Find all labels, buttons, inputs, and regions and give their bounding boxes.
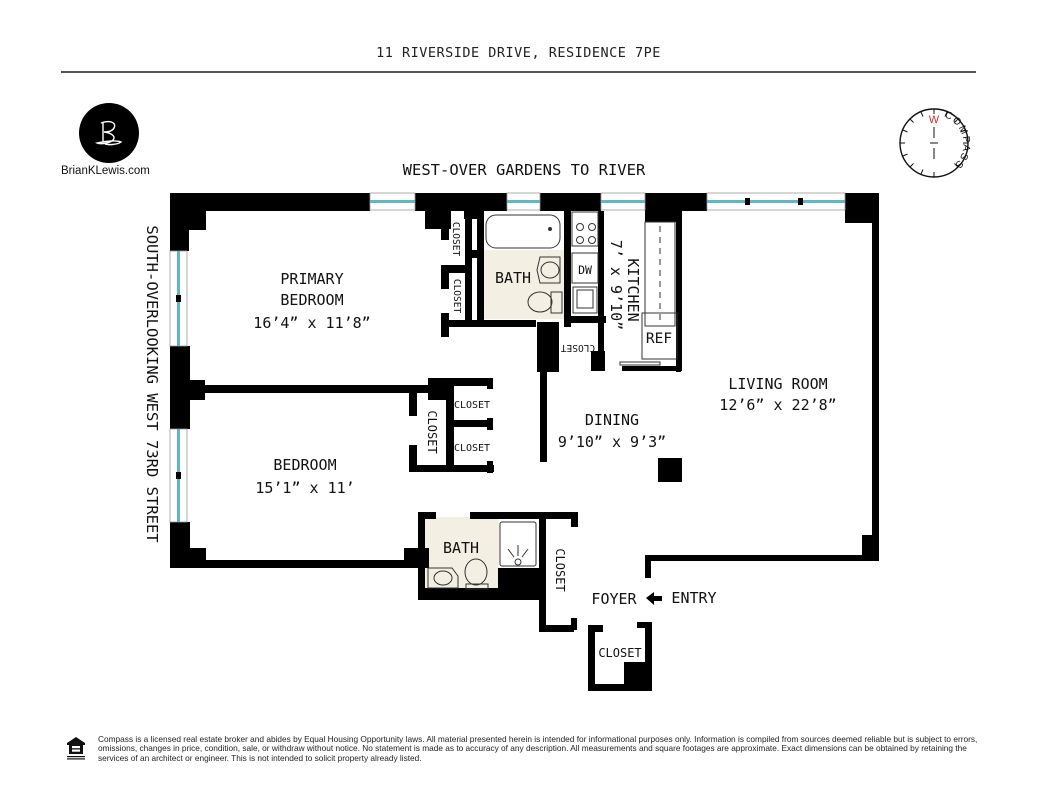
shower-icon — [499, 521, 537, 567]
bath2-fixtures — [427, 521, 537, 590]
equal-housing-opportunity-icon — [67, 737, 85, 760]
closet-label: CLOSET — [561, 342, 596, 353]
foyer-label: FOYER — [591, 590, 637, 608]
primary-bedroom-label-1: PRIMARY — [280, 270, 343, 288]
closet-label: CLOSET — [598, 646, 641, 660]
compass-icon: W COMPASS — [899, 108, 970, 178]
counter-icon — [644, 221, 676, 327]
stove-icon — [571, 211, 599, 247]
closet-label: CLOSET — [425, 410, 439, 453]
closet-label: CLOSET — [450, 222, 461, 257]
legal-disclaimer: Compass is a licensed real estate broker… — [98, 734, 978, 763]
entry-label: ENTRY — [671, 589, 716, 607]
bedroom-dims: 15’1” x 11’ — [255, 479, 354, 497]
bath2-sink-icon — [427, 567, 459, 589]
kitchen-label: KITCHEN — [624, 258, 642, 321]
header-divider — [61, 71, 976, 73]
dining-dims: 9’10” x 9’3” — [558, 433, 666, 451]
closet-label: CLOSET — [454, 400, 490, 411]
listing-title: 11 RIVERSIDE DRIVE, RESIDENCE 7PE — [376, 45, 661, 61]
refrigerator-label: REF — [646, 331, 672, 347]
dishwasher-icon — [571, 252, 599, 284]
living-room-dims: 12’6” x 22’8” — [719, 396, 836, 414]
bath1-fixtures — [485, 214, 563, 314]
brand-caption: BrianKLewis.com — [61, 165, 150, 177]
refrigerator-icon — [641, 312, 678, 360]
bathtub-icon — [485, 214, 561, 249]
bath1-label: BATH — [495, 269, 531, 287]
walls — [170, 193, 879, 691]
brand-logo-icon — [79, 103, 139, 163]
bath2-toilet-icon — [464, 558, 488, 586]
primary-bedroom-dims: 16’4” x 11’8” — [253, 314, 370, 332]
bedroom-label: BEDROOM — [273, 456, 336, 474]
toilet-icon — [527, 291, 553, 313]
entry-arrow-icon — [646, 592, 662, 605]
closet-label: CLOSET — [454, 443, 490, 454]
primary-bedroom-label-2: BEDROOM — [280, 291, 343, 309]
compass-direction-label: W — [929, 114, 940, 126]
living-room-label: LIVING ROOM — [728, 375, 827, 393]
kitchen-sink-icon — [572, 286, 598, 314]
exposure-left-label: SOUTH-OVERLOOKING WEST 73RD STREET — [143, 225, 161, 542]
dishwasher-label: DW — [578, 263, 592, 277]
windows — [169, 192, 846, 523]
kitchen-fixtures — [571, 211, 678, 366]
exposure-top-label: WEST-OVER GARDENS TO RIVER — [403, 161, 646, 179]
bath2-label: BATH — [443, 539, 479, 557]
closet-label: CLOSET — [451, 279, 462, 314]
dining-label: DINING — [585, 411, 639, 429]
closet-label: CLOSET — [553, 548, 567, 591]
sink-icon — [536, 256, 561, 284]
kitchen-dims: 7’ x 9’10” — [607, 240, 625, 330]
